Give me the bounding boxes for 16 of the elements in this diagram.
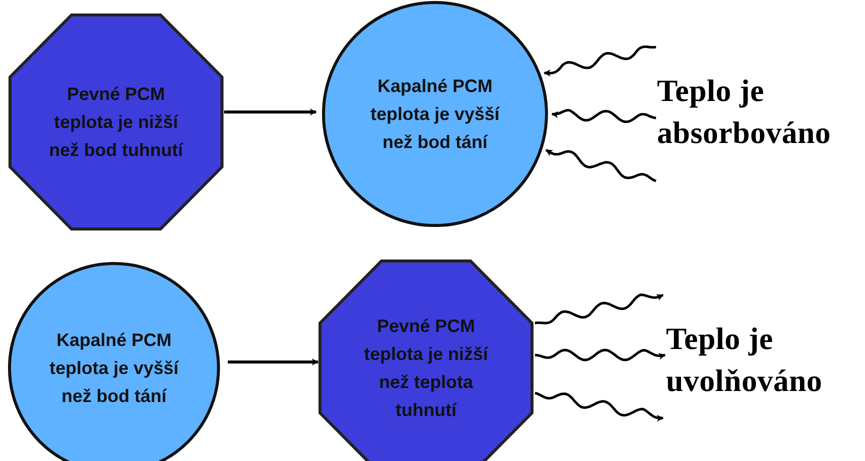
octagon-node: [10, 15, 222, 229]
octagon-node: [320, 261, 532, 461]
node-label: Pevné PCM teplota je nižší než bod tuhnutí: [48, 83, 184, 162]
wavy-arrow: [534, 392, 664, 422]
node-label: Kapalné PCM teplota je vyšší než bod tání: [369, 75, 501, 154]
arrow: [224, 108, 317, 116]
wavy-arrow: [544, 45, 656, 76]
heat-label: Teplo je absorbováno: [657, 72, 832, 152]
wavy-arrow: [551, 108, 656, 124]
wavy-arrow: [534, 294, 664, 324]
node-label: Kapalné PCM teplota je vyšší než bod tání: [48, 329, 180, 408]
heat-label: Teplo je uvolňováno: [666, 320, 824, 400]
wavy-arrow: [534, 348, 666, 362]
wavy-arrow: [545, 148, 656, 182]
arrow: [228, 358, 319, 366]
node-label: Pevné PCM teplota je nižší než teplota tuhnutí: [362, 315, 490, 422]
